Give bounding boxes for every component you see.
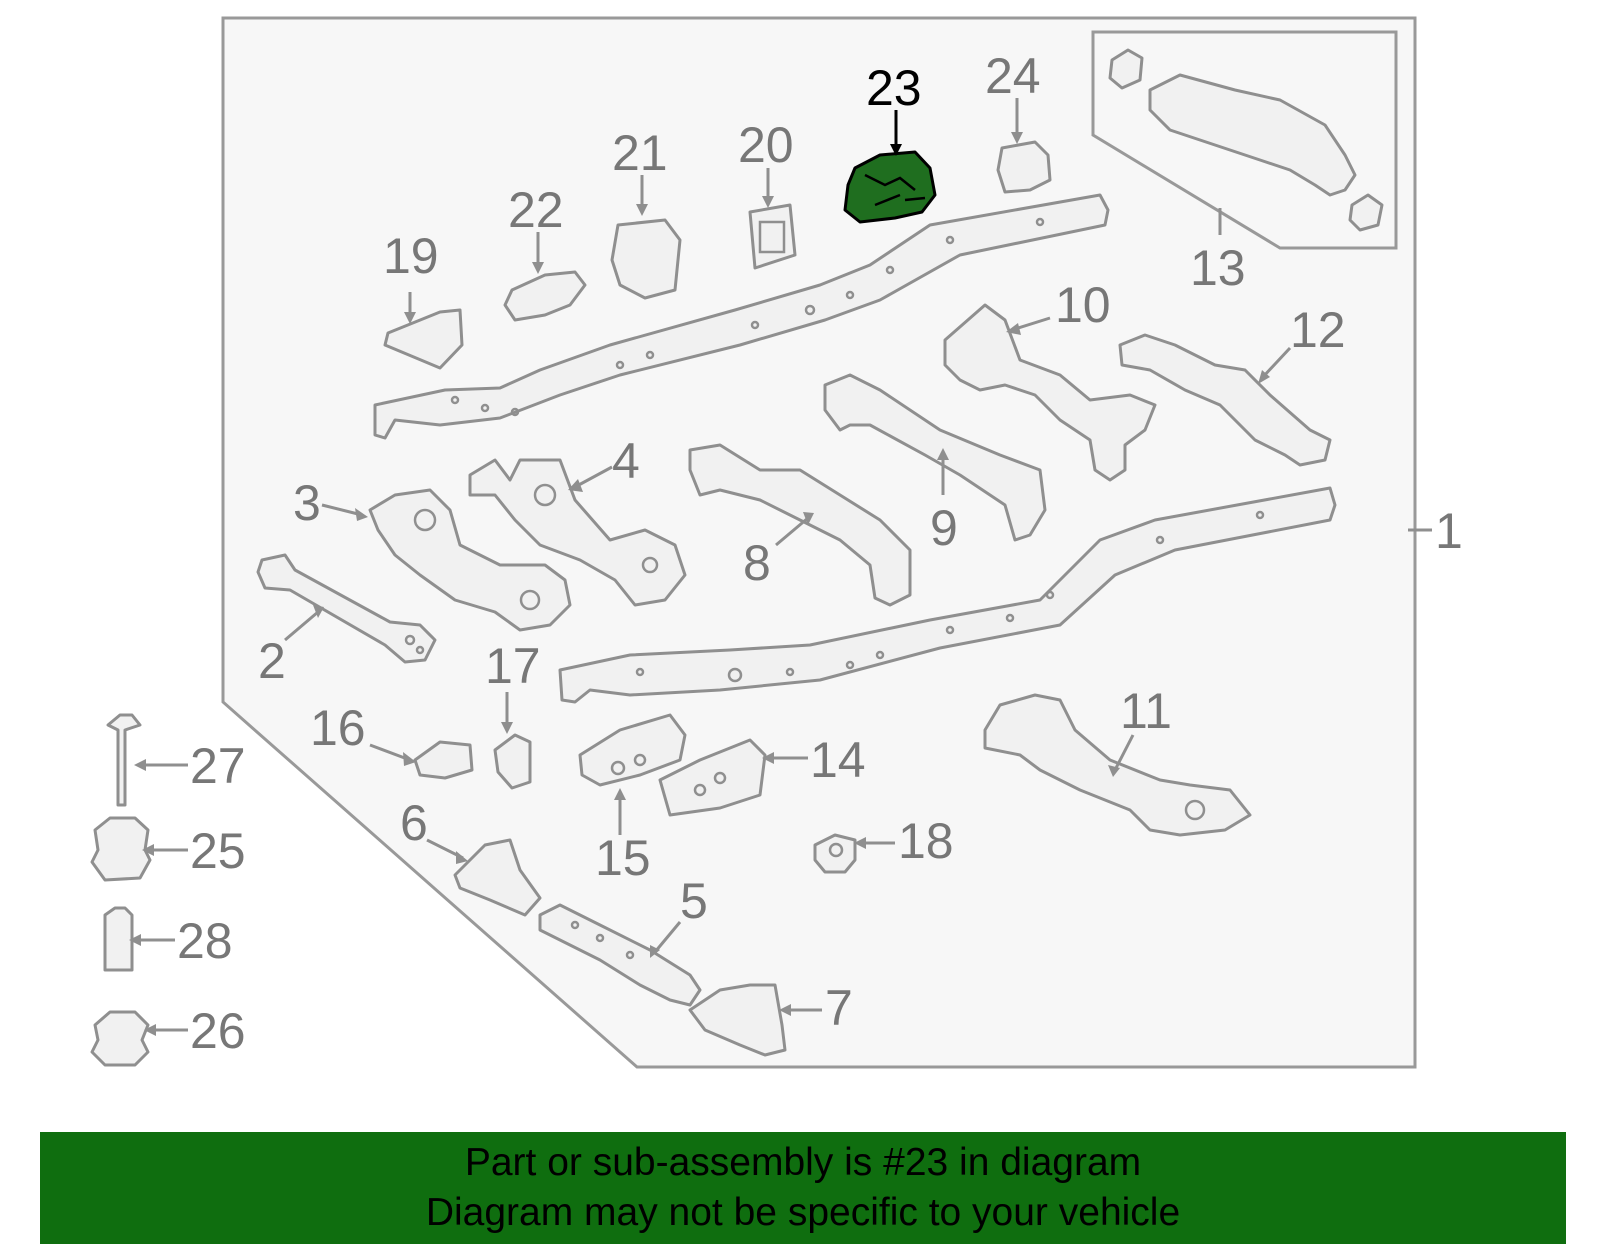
part-2 [256, 553, 437, 664]
part-24 [996, 140, 1052, 194]
callout-18: 18 [898, 813, 954, 869]
part-9 [823, 373, 1047, 542]
callout-8: 8 [743, 535, 771, 591]
callout-15: 15 [595, 830, 651, 886]
callout-24: 24 [985, 48, 1041, 104]
part-13-end-right [1348, 193, 1384, 232]
callout-1: 1 [1435, 503, 1463, 559]
callout-21: 21 [612, 125, 668, 181]
frame-rail-upper [373, 193, 1110, 440]
banner-line-part: Part or sub-assembly is #23 in diagram [464, 1141, 1142, 1184]
leader-arrowheads [129, 132, 1270, 1036]
part-14 [658, 738, 767, 817]
part-7 [688, 983, 787, 1057]
part-13-end-left [1108, 48, 1144, 90]
part-18 [813, 833, 857, 874]
callout-5: 5 [680, 873, 708, 929]
callout-labels: 1 2 3 4 5 6 7 8 9 10 11 12 13 14 15 16 1… [177, 48, 1463, 1059]
part-12 [1118, 333, 1332, 467]
part-15 [578, 713, 687, 787]
part-info-banner: Part or sub-assembly is #23 in diagram D… [40, 1132, 1566, 1244]
callout-13: 13 [1190, 240, 1246, 296]
callout-27: 27 [190, 738, 246, 794]
callout-14: 14 [810, 732, 866, 788]
callout-10: 10 [1055, 277, 1111, 333]
part-22 [503, 270, 587, 322]
part-16 [413, 740, 474, 780]
callout-28: 28 [177, 913, 233, 969]
part-23 [843, 150, 937, 224]
callout-12: 12 [1290, 302, 1346, 358]
part-6 [453, 838, 542, 917]
callout-20: 20 [738, 117, 794, 173]
part-28 [103, 906, 134, 972]
callout-17: 17 [485, 638, 541, 694]
part-25 [90, 816, 152, 882]
part-13 [1148, 73, 1357, 197]
part-27 [106, 713, 142, 807]
part-20 [748, 203, 797, 270]
frame-rail-lower-holes [635, 510, 1265, 683]
callout-9: 9 [930, 500, 958, 556]
callout-11: 11 [1120, 683, 1172, 739]
callout-3: 3 [293, 475, 321, 531]
leader-lines [135, 98, 1432, 1032]
callout-22: 22 [508, 182, 564, 238]
frame-rail-lower [558, 486, 1337, 704]
part-4 [468, 458, 687, 607]
part-8 [688, 443, 912, 607]
part-26 [90, 1010, 150, 1067]
part-21 [610, 218, 682, 300]
banner-line-disclaimer: Diagram may not be specific to your vehi… [425, 1191, 1181, 1234]
callout-16: 16 [310, 700, 366, 756]
part-23-detail [864, 173, 926, 207]
part-10 [943, 303, 1157, 482]
part-19 [383, 308, 464, 370]
part-5 [538, 903, 702, 1007]
callout-23: 23 [866, 60, 922, 116]
part-17 [493, 733, 532, 790]
callout-19: 19 [383, 228, 439, 284]
callout-7: 7 [825, 980, 853, 1036]
callout-6: 6 [400, 795, 428, 851]
part-3 [368, 488, 572, 632]
callout-2: 2 [258, 633, 286, 689]
callout-25: 25 [190, 823, 246, 879]
callout-4: 4 [612, 433, 640, 489]
frame-rail-upper-holes [450, 217, 1045, 417]
callout-26: 26 [190, 1003, 246, 1059]
